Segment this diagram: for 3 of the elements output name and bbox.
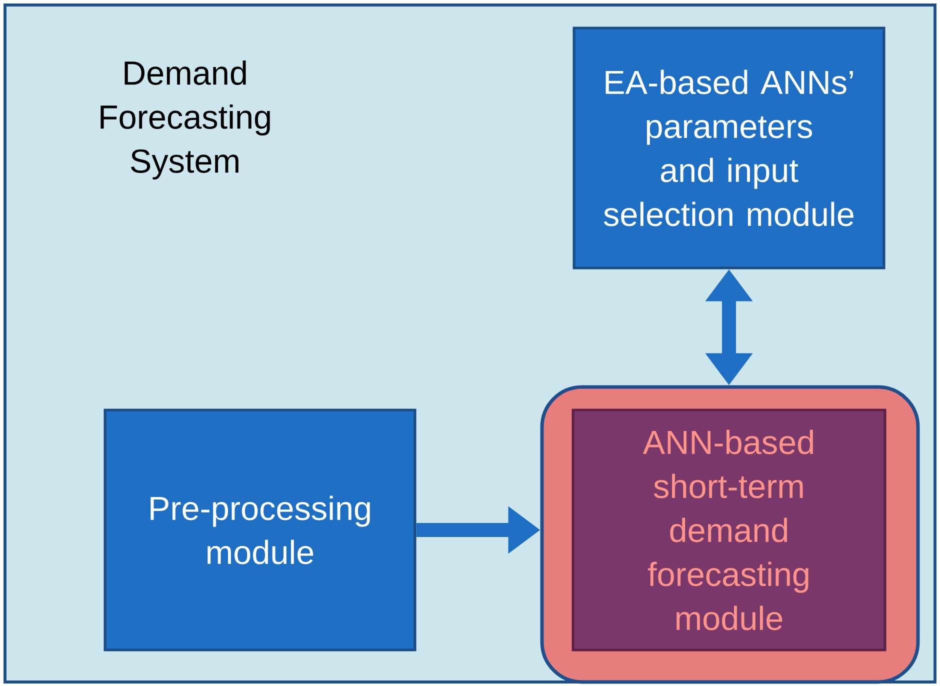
module-box: ANN-based short-term demand forecasting module — [572, 408, 886, 652]
module-box: EA-based ANNs’ parameters and input selection module — [572, 26, 886, 270]
module-box: Pre-processing module — [104, 408, 416, 652]
